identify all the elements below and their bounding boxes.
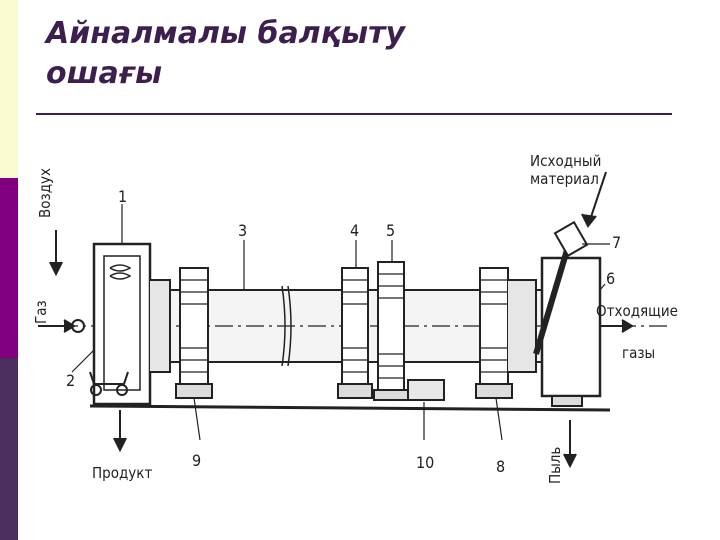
burner-inner: [103, 255, 141, 391]
head-wheel-left: [90, 384, 102, 396]
air-arrow-head: [49, 261, 63, 277]
callout-10: 10: [416, 453, 434, 472]
head-wheel-mount: [89, 371, 129, 385]
feed-label-line-2: материал: [530, 170, 599, 188]
callout-2: 2: [66, 371, 75, 390]
tire-ring-8: [479, 267, 509, 385]
callout-4: 4: [350, 221, 359, 240]
callout-8: 8: [496, 457, 505, 476]
callout-9: 9: [192, 451, 201, 470]
callout-1: 1: [118, 187, 127, 206]
burner-head: [92, 242, 152, 406]
ring-hatching: [180, 273, 508, 379]
sidebar-accent-purple: [0, 178, 18, 358]
rotary-kiln-diagram: Воздух Газ Продукт Исходный материал Отх…: [32, 152, 678, 484]
gas-arrow-head: [63, 319, 76, 333]
roller-support-5: [373, 389, 409, 401]
slide-title: Айналмалы балқыту ошағы: [46, 14, 405, 94]
title-divider: [36, 113, 672, 115]
feed-hopper-7: [553, 220, 589, 258]
gas-label: Газ: [32, 300, 50, 324]
feed-end-base: [551, 395, 583, 407]
dust-arrow-head: [563, 453, 577, 469]
discharge-cone: [508, 279, 537, 373]
callout-5: 5: [386, 221, 395, 240]
exhaust-label-line-2: газы: [622, 344, 655, 362]
roller-support-9: [175, 383, 213, 399]
tire-ring-4: [341, 267, 369, 385]
feed-label-line-1: Исходный: [530, 152, 601, 170]
head-cone: [150, 279, 171, 373]
slide-title-line-1: Айналмалы балқыту: [46, 16, 406, 51]
feed-chute: [533, 239, 573, 355]
exhaust-arrow-head: [621, 319, 634, 333]
product-arrow-head: [113, 437, 127, 453]
sidebar-accent-dark-purple: [0, 358, 18, 540]
drum-break: [281, 285, 292, 367]
callout-leaders: [71, 204, 610, 441]
feed-arrow-head: [581, 213, 597, 228]
head-wheel-right: [116, 384, 128, 396]
callout-6: 6: [606, 269, 615, 288]
gear-ring-5: [377, 261, 405, 391]
exhaust-label-line-1: Отходящие: [596, 302, 678, 320]
product-label: Продукт: [92, 464, 152, 482]
dust-label: Пыль: [546, 447, 564, 484]
air-label: Воздух: [36, 168, 54, 218]
burner-coil: [109, 264, 132, 280]
sidebar-accent-cream: [0, 0, 18, 178]
slide-title-line-2: ошағы: [46, 56, 163, 91]
ground-line: [89, 404, 611, 412]
callout-7: 7: [612, 233, 621, 252]
roller-support-8: [475, 383, 513, 399]
feed-arrow: [589, 171, 607, 221]
tire-ring-9: [179, 267, 209, 385]
drive-unit-10: [407, 379, 445, 401]
roller-support-4: [337, 383, 373, 399]
feed-end-housing: [540, 256, 602, 398]
callout-3: 3: [238, 221, 247, 240]
